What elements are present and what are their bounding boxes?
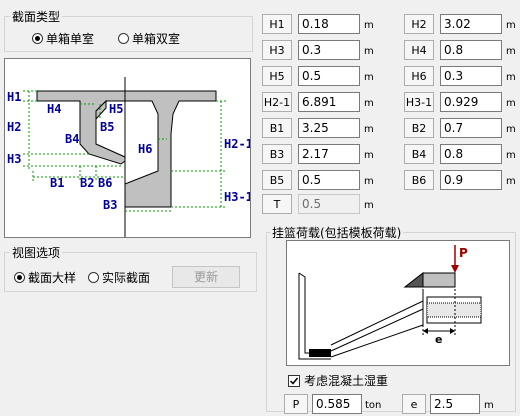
input-h6[interactable]: 0.3	[440, 66, 502, 86]
input-h5[interactable]: 0.5	[298, 66, 360, 86]
input-h3[interactable]: 0.3	[298, 40, 360, 60]
input-h1[interactable]: 0.18	[298, 14, 360, 34]
radio-label: 单箱双室	[132, 32, 181, 46]
label-h3: H3	[262, 40, 292, 60]
section-type-title: 截面类型	[10, 8, 63, 25]
label-b2: B2	[404, 118, 434, 138]
unit-p: ton	[365, 400, 382, 411]
unit-b2: m	[506, 124, 516, 135]
label-b1: B1	[262, 118, 292, 138]
input-h3-1[interactable]: 0.929	[440, 92, 502, 112]
view-options-title: 视图选项	[10, 244, 63, 261]
basket-drawing: P e	[298, 245, 482, 360]
label-h2-1: H2-1	[262, 92, 292, 112]
radio-indicator	[32, 33, 43, 44]
unit-b1: m	[364, 124, 374, 135]
input-b1[interactable]: 3.25	[298, 118, 360, 138]
label-t: T	[262, 194, 292, 214]
unit-h2: m	[506, 20, 516, 31]
input-b5[interactable]: 0.5	[298, 170, 360, 190]
unit-h6: m	[506, 72, 516, 83]
unit-t: m	[364, 200, 374, 211]
unit-h2-1: m	[364, 98, 374, 109]
consider-wet-concrete-checkbox[interactable]: 考虑混凝土湿重	[288, 372, 388, 389]
section-drawing: H1 H2 H3 H4 H5 H6 H2-1 H3-1 B1 B2 B3 B4 …	[7, 77, 250, 237]
label-p: P	[284, 394, 308, 414]
label-b6: B6	[404, 170, 434, 190]
radio-label: 实际截面	[102, 271, 151, 285]
radio-single-box-single-cell[interactable]: 单箱单室	[32, 30, 94, 47]
radio-actual-section[interactable]: 实际截面	[88, 269, 150, 286]
input-h4[interactable]: 0.8	[440, 40, 502, 60]
dim-h2-1: H2-1	[224, 137, 250, 151]
radio-label: 截面大样	[28, 271, 77, 285]
input-t: 0.5	[298, 194, 360, 214]
checkbox-label: 考虑混凝土湿重	[304, 374, 389, 388]
label-h2: H2	[404, 14, 434, 34]
dim-b5: B5	[100, 120, 114, 134]
section-type-group	[4, 16, 253, 52]
unit-h3: m	[364, 46, 374, 57]
radio-indicator	[118, 33, 129, 44]
label-h3-1: H3-1	[404, 92, 434, 112]
radio-indicator	[14, 272, 25, 283]
input-b6[interactable]: 0.9	[440, 170, 502, 190]
haunch-inner	[95, 99, 107, 121]
unit-b4: m	[506, 150, 516, 161]
dim-h3-1: H3-1	[224, 190, 250, 204]
input-h2[interactable]: 3.02	[440, 14, 502, 34]
unit-b5: m	[364, 176, 374, 187]
dimension-lines	[23, 90, 227, 212]
label-h4: H4	[404, 40, 434, 60]
unit-h4: m	[506, 46, 516, 57]
dim-b4: B4	[65, 132, 79, 146]
input-b4[interactable]: 0.8	[440, 144, 502, 164]
load-p-label: P	[459, 246, 468, 260]
label-h6: H6	[404, 66, 434, 86]
label-b5: B5	[262, 170, 292, 190]
radio-single-box-double-cell[interactable]: 单箱双室	[118, 30, 180, 47]
dim-h5: H5	[109, 102, 123, 116]
label-e: e	[402, 394, 426, 414]
hanging-basket-title: 挂篮荷载(包括模板荷载)	[270, 224, 404, 241]
unit-h1: m	[364, 20, 374, 31]
checkbox-indicator	[288, 374, 300, 387]
dim-h3: H3	[7, 152, 21, 166]
input-h2-1[interactable]: 6.891	[298, 92, 360, 112]
dim-h4: H4	[47, 102, 61, 116]
view-options-group	[4, 252, 257, 292]
label-b4: B4	[404, 144, 434, 164]
radio-indicator	[88, 272, 99, 283]
label-h5: H5	[262, 66, 292, 86]
unit-b6: m	[506, 176, 516, 187]
dim-b2: B2	[80, 176, 94, 190]
dim-h2: H2	[7, 120, 21, 134]
input-p[interactable]: 0.585	[312, 394, 362, 414]
radio-label: 单箱单室	[46, 32, 95, 46]
unit-b3: m	[364, 150, 374, 161]
e-dim-label: e	[435, 333, 442, 346]
unit-h3-1: m	[506, 98, 516, 109]
label-h1: H1	[262, 14, 292, 34]
hanging-basket-diagram: P e	[286, 240, 510, 366]
section-shape	[36, 90, 217, 208]
refresh-button[interactable]: 更新	[172, 266, 240, 288]
dim-b6: B6	[98, 176, 112, 190]
radio-detail-section[interactable]: 截面大样	[14, 269, 76, 286]
dim-h1: H1	[7, 90, 21, 104]
input-e[interactable]: 2.5	[430, 394, 480, 414]
input-b2[interactable]: 0.7	[440, 118, 502, 138]
dim-h6: H6	[138, 142, 152, 156]
label-b3: B3	[262, 144, 292, 164]
dim-b3: B3	[103, 198, 117, 212]
unit-h5: m	[364, 72, 374, 83]
unit-e: m	[484, 400, 494, 411]
dim-b1: B1	[50, 176, 64, 190]
section-diagram: H1 H2 H3 H4 H5 H6 H2-1 H3-1 B1 B2 B3 B4 …	[4, 58, 251, 238]
input-b3[interactable]: 2.17	[298, 144, 360, 164]
